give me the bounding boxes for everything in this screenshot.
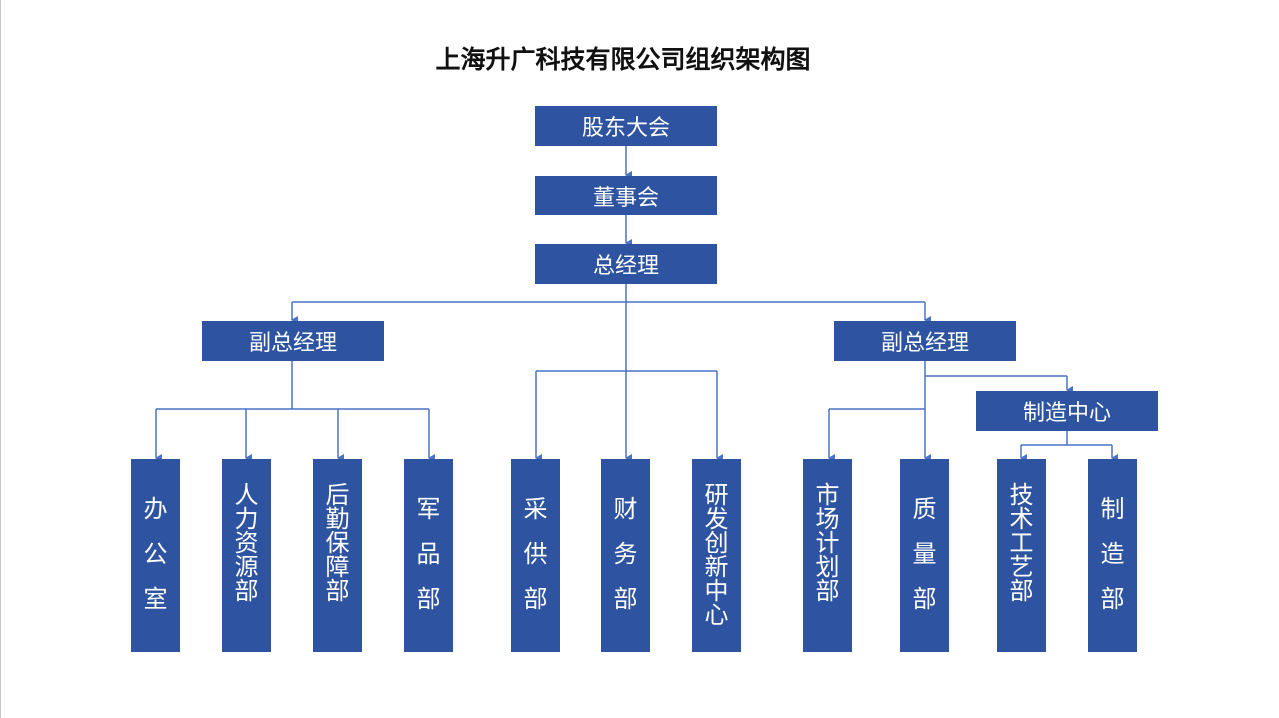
dept-label-char: 后 [325, 481, 350, 509]
dept-manufacturing: 制造部 [1088, 459, 1137, 652]
dept-label-char: 部 [234, 577, 259, 605]
dept-label-char: 中 [704, 577, 729, 605]
dept-label-char: 制 [1100, 495, 1125, 523]
dept-finance: 财务部 [601, 459, 650, 652]
node-manufacturing-center: 制造中心 [976, 391, 1158, 431]
dept-label-char: 力 [234, 505, 259, 533]
dept-label-char: 部 [523, 585, 548, 613]
node-gm-label: 总经理 [592, 254, 659, 279]
dept-label-char: 质 [912, 495, 937, 523]
node-vgm-right: 副总经理 [834, 321, 1016, 361]
node-manufacturing-center-label: 制造中心 [1022, 401, 1111, 426]
dept-label-char: 部 [1009, 577, 1034, 605]
dept-label-char: 技 [1009, 481, 1034, 509]
dept-label-char: 部 [815, 577, 840, 605]
dept-rnd: 研发创新中心 [692, 459, 741, 652]
dept-label-char: 量 [912, 540, 937, 568]
dept-label-char: 资 [234, 529, 259, 557]
dept-tech-process: 技术工艺部 [997, 459, 1046, 652]
dept-label-char: 保 [325, 529, 350, 557]
dept-label-char: 计 [815, 529, 840, 557]
dept-label-char: 造 [1100, 540, 1125, 568]
dept-quality: 质量部 [900, 459, 949, 652]
dept-hr: 人力资源部 [222, 459, 271, 652]
dept-label-char: 人 [234, 481, 259, 509]
node-vgm-left: 副总经理 [202, 321, 384, 361]
dept-label-char: 部 [416, 585, 441, 613]
dept-label-char: 障 [325, 553, 350, 581]
node-gm: 总经理 [535, 244, 717, 284]
chart-title: 上海升广科技有限公司组织架构图 [435, 45, 811, 74]
node-shareholders-label: 股东大会 [581, 116, 670, 141]
dept-label-char: 场 [815, 505, 840, 533]
dept-label-char: 公 [143, 540, 168, 568]
dept-label-char: 部 [613, 585, 638, 613]
page-border [0, 0, 1, 718]
dept-label-char: 办 [143, 495, 168, 523]
dept-label-char: 源 [234, 553, 259, 581]
node-vgm-left-label: 副总经理 [248, 331, 337, 356]
dept-label-char: 部 [912, 585, 937, 613]
dept-office: 办公室 [131, 459, 180, 652]
dept-label-char: 心 [704, 601, 729, 629]
dept-label-char: 部 [325, 577, 350, 605]
dept-military: 军品部 [404, 459, 453, 652]
dept-label-char: 新 [704, 553, 729, 581]
dept-label-char: 研 [704, 481, 729, 509]
dept-logistics: 后勤保障部 [313, 459, 362, 652]
dept-label-char: 划 [815, 553, 840, 581]
node-shareholders: 股东大会 [535, 106, 717, 146]
dept-label-char: 术 [1009, 505, 1034, 533]
node-board: 董事会 [535, 176, 717, 215]
dept-label-char: 市 [815, 481, 840, 509]
dept-label-char: 供 [523, 540, 548, 568]
node-board-label: 董事会 [592, 185, 659, 211]
node-vgm-right-label: 副总经理 [880, 331, 969, 356]
dept-label-char: 工 [1009, 529, 1034, 557]
dept-label-char: 部 [1100, 585, 1125, 613]
dept-label-char: 艺 [1009, 553, 1034, 581]
dept-label-char: 军 [416, 495, 441, 523]
dept-label-char: 财 [613, 495, 638, 523]
dept-label-char: 务 [613, 540, 638, 568]
dept-label-char: 室 [143, 585, 168, 613]
dept-label-char: 采 [523, 495, 548, 523]
dept-label-char: 勤 [325, 505, 350, 533]
dept-label-char: 发 [704, 505, 729, 533]
dept-label-char: 品 [416, 540, 441, 568]
dept-label-char: 创 [704, 529, 729, 557]
dept-procurement: 采供部 [511, 459, 560, 652]
dept-marketing: 市场计划部 [803, 459, 852, 652]
